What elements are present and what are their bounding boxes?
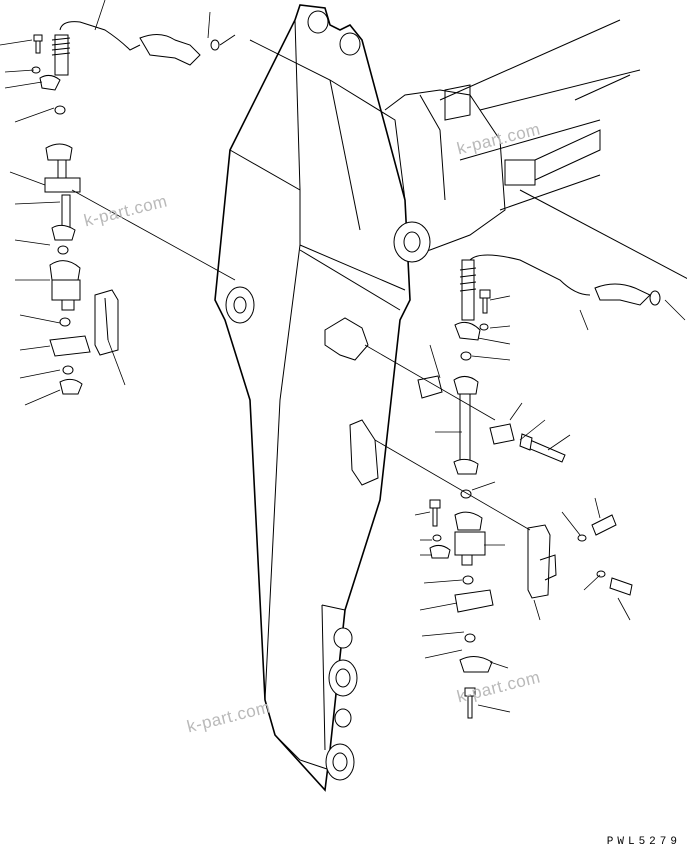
boom-arm — [214, 4, 411, 792]
left-callout-leaders — [0, 0, 211, 406]
right-callout-leaders — [414, 295, 686, 713]
boom-cylinder-mount — [384, 19, 687, 279]
right-hose-assembly — [324, 254, 661, 719]
drawing-code: PWL5279 — [606, 836, 681, 848]
left-hose-assembly — [31, 21, 236, 395]
